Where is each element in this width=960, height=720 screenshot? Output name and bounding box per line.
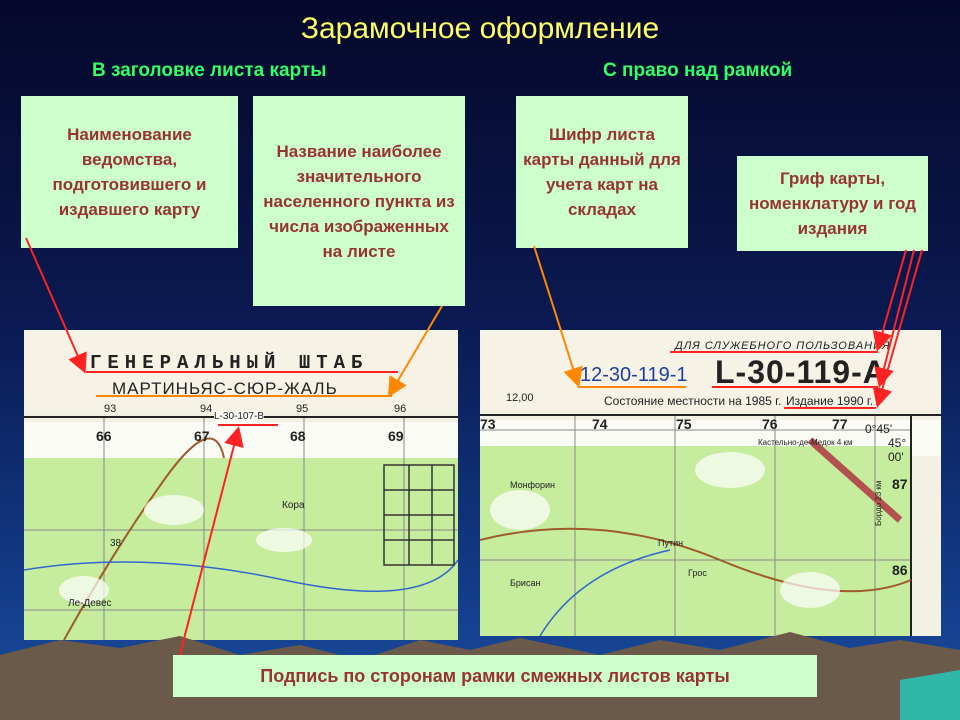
coord-label: 00' — [888, 450, 904, 464]
restriction-label: ДЛЯ СЛУЖЕБНОГО ПОЛЬЗОВАНИЯ — [675, 340, 891, 352]
grid-number: 69 — [388, 428, 404, 444]
right-map-terrain — [480, 416, 912, 636]
left-heading: В заголовке листа карты — [92, 60, 327, 81]
place-label: Кастельно-де-Медок 4 км — [758, 438, 853, 447]
stamp-box: Гриф карты, номенклатуру и год издания — [737, 156, 928, 251]
coord-label: 45° — [888, 436, 907, 450]
agency-text: ГЕНЕРАЛЬНЫЙ ШТАБ — [90, 352, 369, 374]
top-number: 93 — [104, 403, 117, 415]
place-label: Путин — [658, 538, 684, 548]
settlement-box: Название наиболее значительного населенн… — [253, 96, 465, 306]
place-label: Бордо 23 км — [874, 480, 883, 526]
cipher-text: 12-30-119-1 — [580, 364, 688, 386]
sea-decor — [900, 670, 960, 720]
coord-label: 0°45' — [865, 422, 893, 436]
settlement-text: МАРТИНЬЯС-СЮР-ЖАЛЬ — [112, 379, 338, 398]
place-label: Монфорин — [510, 480, 555, 490]
place-label: Ле-Девес — [68, 598, 112, 609]
left-map-terrain — [24, 418, 458, 640]
adjacent-sheet-label: L-30-107-B — [214, 411, 265, 422]
grid-number: 67 — [194, 428, 210, 444]
state-text: Состояние местности на 1985 г. — [604, 394, 782, 408]
slide-title: Зарамочное оформление — [300, 12, 660, 45]
adjacent-caption: Подпись по сторонам рамки смежных листов… — [173, 655, 817, 697]
edition-text: Издание 1990 г. — [786, 394, 874, 408]
right-map-image: ДЛЯ СЛУЖЕБНОГО ПОЛЬЗОВАНИЯ 12-30-119-1 L… — [480, 330, 941, 636]
top-number: 94 — [200, 403, 213, 415]
nomenclature-text: L-30-119-А — [715, 354, 887, 390]
place-label: Грос — [688, 568, 707, 578]
grid-number: 66 — [96, 428, 112, 444]
top-number: 12,00 — [506, 392, 534, 404]
right-heading: С право над рамкой — [603, 60, 793, 81]
place-label: Кора — [282, 500, 305, 511]
grid-number: 76 — [762, 416, 778, 432]
grid-number: 73 — [480, 416, 496, 432]
grid-number: 74 — [592, 416, 608, 432]
top-number: 96 — [394, 403, 407, 415]
cipher-box: Шифр листа карты данный для учета карт н… — [516, 96, 688, 248]
left-map-image: ГЕНЕРАЛЬНЫЙ ШТАБ МАРТИНЬЯС-СЮР-ЖАЛЬ L-30… — [24, 330, 458, 640]
place-label: 38 — [110, 538, 122, 549]
side-number: 86 — [892, 562, 908, 578]
place-label: Брисан — [510, 578, 541, 588]
side-number: 87 — [892, 476, 908, 492]
grid-number: 75 — [676, 416, 692, 432]
agency-box: Наименование ведомства, подготовившего и… — [21, 96, 238, 248]
grid-number: 68 — [290, 428, 306, 444]
grid-number: 77 — [832, 416, 848, 432]
top-number: 95 — [296, 403, 309, 415]
